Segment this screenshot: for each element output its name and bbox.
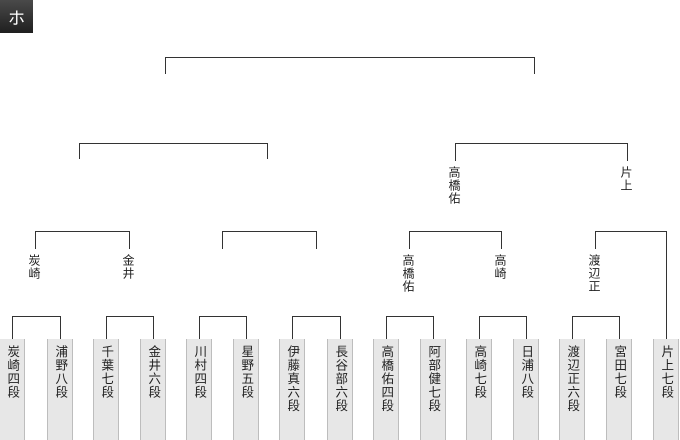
player-name: 宮田七段	[612, 345, 628, 399]
round3-bracket	[79, 143, 268, 144]
player-slot: 片上七段	[653, 339, 679, 440]
player-slot: 阿部健七段	[420, 339, 446, 440]
round2-bracket	[35, 231, 130, 232]
final-bracket	[165, 57, 166, 74]
round1-bracket	[572, 316, 620, 317]
player-name: 片上七段	[659, 345, 675, 399]
player-name: 川村四段	[192, 345, 208, 399]
player-slot: 日浦八段	[513, 339, 539, 440]
player-name: 長谷部六段	[333, 345, 349, 413]
round2-bracket	[595, 231, 596, 249]
round2-bracket	[409, 231, 502, 232]
round1-bracket	[479, 316, 527, 317]
player-name: 高橋佑四段	[379, 345, 395, 413]
player-name: 金井六段	[146, 345, 162, 399]
round2-bracket	[222, 231, 223, 249]
round1-bracket	[386, 316, 387, 340]
round2-bracket	[501, 231, 502, 249]
final-bracket	[534, 57, 535, 74]
block-badge: ホ	[0, 0, 33, 33]
round1-winner: 高橋佑	[401, 254, 415, 293]
round1-bracket	[526, 316, 527, 340]
round2-winner: 高橋佑	[447, 166, 461, 205]
player-slot: 長谷部六段	[327, 339, 353, 440]
round2-bracket	[666, 231, 667, 340]
player-name: 高崎七段	[472, 345, 488, 399]
player-slot: 千葉七段	[93, 339, 119, 440]
round1-bracket	[292, 316, 293, 340]
round1-bracket	[433, 316, 434, 340]
round3-bracket	[627, 143, 628, 161]
round1-bracket	[292, 316, 341, 317]
player-name: 阿部健七段	[426, 345, 442, 413]
round1-bracket	[199, 316, 200, 340]
round1-winner: 渡辺正	[587, 254, 601, 293]
player-name: 伊藤真六段	[285, 345, 301, 413]
player-slot: 高橋佑四段	[373, 339, 399, 440]
round1-bracket	[619, 316, 620, 340]
player-slot: 渡辺正六段	[559, 339, 585, 440]
round1-bracket	[386, 316, 434, 317]
final-bracket	[165, 57, 535, 58]
round2-bracket	[35, 231, 36, 249]
round1-bracket	[106, 316, 154, 317]
block-label: ホ	[8, 9, 25, 29]
round3-bracket	[267, 143, 268, 159]
round2-bracket	[595, 231, 667, 232]
player-name: 星野五段	[239, 345, 255, 399]
round1-winner: 炭崎	[27, 254, 41, 280]
round3-bracket	[455, 143, 456, 161]
round3-bracket	[455, 143, 628, 144]
player-slot: 高崎七段	[466, 339, 492, 440]
player-name: 浦野八段	[53, 345, 69, 399]
round1-bracket	[479, 316, 480, 340]
round2-bracket	[222, 231, 317, 232]
player-slot: 伊藤真六段	[279, 339, 305, 440]
player-name: 炭崎四段	[5, 345, 21, 399]
round1-winner: 金井	[121, 254, 135, 280]
round2-winner: 片上	[619, 166, 633, 192]
round1-bracket	[199, 316, 247, 317]
round2-bracket	[129, 231, 130, 249]
round1-bracket	[246, 316, 247, 340]
player-slot: 浦野八段	[47, 339, 73, 440]
player-slot: 宮田七段	[606, 339, 632, 440]
player-slot: 炭崎四段	[0, 339, 25, 440]
player-name: 日浦八段	[519, 345, 535, 399]
round2-bracket	[316, 231, 317, 249]
player-name: 千葉七段	[99, 345, 115, 399]
round1-bracket	[12, 316, 61, 317]
round1-bracket	[60, 316, 61, 340]
player-slot: 川村四段	[186, 339, 212, 440]
round2-bracket	[409, 231, 410, 249]
round1-winner: 高崎	[493, 254, 507, 280]
player-slot: 金井六段	[140, 339, 166, 440]
round1-bracket	[12, 316, 13, 340]
round1-bracket	[572, 316, 573, 340]
round1-bracket	[153, 316, 154, 340]
round3-bracket	[79, 143, 80, 159]
player-name: 渡辺正六段	[565, 345, 581, 413]
player-slot: 星野五段	[233, 339, 259, 440]
round1-bracket	[340, 316, 341, 340]
round1-bracket	[106, 316, 107, 340]
